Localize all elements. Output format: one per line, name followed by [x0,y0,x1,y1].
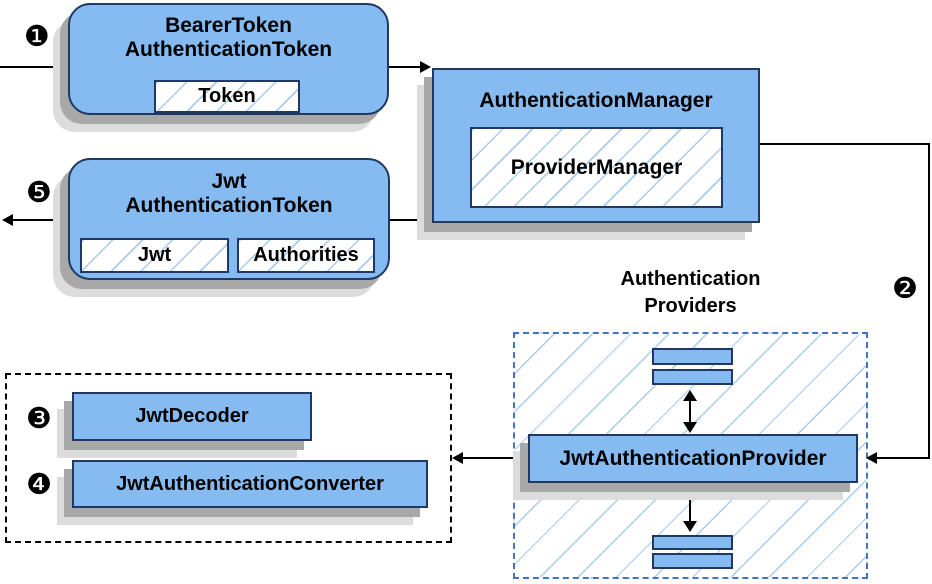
jwt-token-title-line2: AuthenticationToken [125,194,333,217]
step-3-badge: ❸ [26,401,52,435]
arrowhead-left-icon [866,452,877,464]
jwt-token-node: Jwt AuthenticationToken Jwt Authorities [68,158,390,280]
line-manager-to-jwt-token [390,219,432,221]
token-field-label: Token [198,85,256,107]
bearer-token-node: BearerToken AuthenticationToken Token [68,3,389,115]
jwt-auth-provider-node: JwtAuthenticationProvider [528,434,858,483]
double-arrow-line [689,495,691,524]
arrowhead-right-icon [420,61,431,73]
double-arrow-line [689,398,691,426]
line-manager-down [928,143,930,459]
bearer-token-title: BearerToken AuthenticationToken [70,14,387,62]
outgoing-flow-line [8,219,68,221]
provider-slot-rect [652,553,733,569]
provider-slot-rect [652,348,733,365]
incoming-flow-line [0,66,68,68]
provider-manager-label: ProviderManager [510,155,683,179]
arrowhead-left-icon [452,452,463,464]
step-1-badge: ❶ [24,19,50,53]
bearer-token-title-line1: BearerToken [165,14,292,37]
jwt-converter-node: JwtAuthenticationConverter [72,460,428,508]
jwt-decoder-node: JwtDecoder [72,392,312,441]
step-5-badge: ❺ [26,175,52,209]
providers-group-title-line1: Authentication [620,268,761,290]
line-manager-right [760,143,930,145]
bearer-token-title-line2: AuthenticationToken [124,38,333,61]
provider-slot-rect [652,535,733,550]
provider-slot-rect [652,369,733,385]
arrowhead-left-icon [2,214,13,226]
provider-manager-field: ProviderManager [470,127,723,208]
step-2-badge: ❷ [892,271,918,305]
jwt-token-title: Jwt AuthenticationToken [70,170,388,218]
auth-manager-node: AuthenticationManager ProviderManager [432,68,760,223]
token-field: Token [154,80,300,113]
step-4-badge: ❹ [26,467,52,501]
arrowhead-down-icon [683,422,697,433]
providers-group-title: Authentication Providers [513,266,868,320]
jwt-converter-label: JwtAuthenticationConverter [116,472,384,495]
line-bearer-to-manager [389,66,422,68]
auth-manager-title: AuthenticationManager [479,89,713,112]
authorities-field: Authorities [237,238,375,273]
jwt-auth-provider-label: JwtAuthenticationProvider [559,446,827,470]
providers-group-title-line2: Providers [644,295,737,317]
jwt-field: Jwt [80,238,229,273]
arrowhead-up-icon [683,390,697,401]
authorities-field-label: Authorities [253,244,359,266]
jwt-decoder-label: JwtDecoder [135,405,249,427]
line-into-provider [872,457,930,459]
jwt-field-label: Jwt [137,244,172,266]
jwt-token-title-line1: Jwt [211,170,247,193]
line-provider-to-decoder-group [458,457,528,459]
arrowhead-up-icon [683,487,697,498]
arrowhead-down-icon [683,521,697,532]
